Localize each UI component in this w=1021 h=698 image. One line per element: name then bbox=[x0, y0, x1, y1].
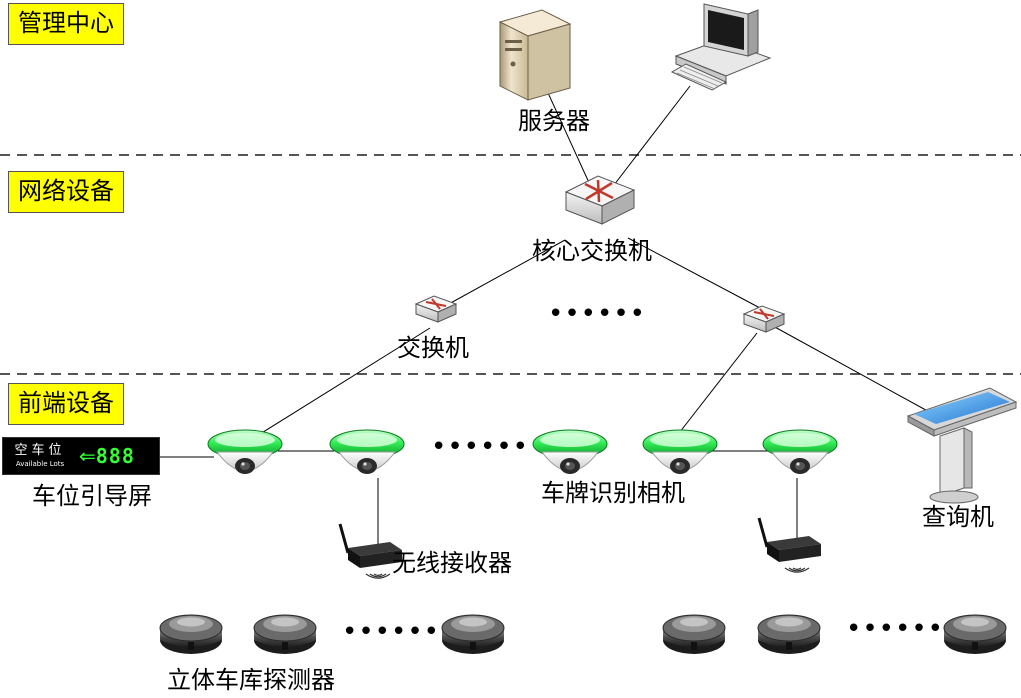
arrow-left-icon: ⇐ bbox=[79, 444, 96, 468]
garage-detectors bbox=[159, 614, 1007, 654]
camera-icon bbox=[207, 429, 283, 474]
wireless-receiver-label: 无线接收器 bbox=[392, 549, 512, 577]
ellipsis: •••••• bbox=[846, 614, 945, 644]
camera-icon bbox=[532, 429, 608, 474]
camera-icon bbox=[642, 429, 718, 474]
switch-icon bbox=[414, 295, 458, 323]
detector-icon bbox=[253, 614, 317, 654]
computer-icon bbox=[670, 3, 772, 91]
server-label: 服务器 bbox=[518, 107, 590, 135]
sign-count: 888 bbox=[95, 444, 135, 468]
ellipsis: •••••• bbox=[431, 432, 530, 462]
ellipsis: •••••• bbox=[342, 617, 441, 647]
detector-icon bbox=[662, 614, 726, 654]
detector-icon bbox=[159, 614, 223, 654]
camera-icon bbox=[329, 429, 405, 474]
tier-label-management: 管理中心 bbox=[8, 3, 124, 45]
tier-label-network: 网络设备 bbox=[8, 171, 124, 213]
ellipsis: •••••• bbox=[548, 299, 647, 329]
switch-icon bbox=[742, 305, 786, 333]
core-switch-label: 核心交换机 bbox=[532, 237, 652, 265]
kiosk-label: 查询机 bbox=[922, 503, 994, 531]
plate-cameras bbox=[207, 429, 838, 474]
wireless-receivers bbox=[338, 517, 821, 579]
camera-icon bbox=[762, 429, 838, 474]
sign-bottom-text: Available Lots bbox=[15, 460, 65, 468]
plate-camera-label: 车牌识别相机 bbox=[541, 479, 685, 507]
guidance-screen-label: 车位引导屏 bbox=[32, 482, 152, 510]
wireless-receiver-icon bbox=[757, 517, 821, 573]
connection-lines bbox=[158, 59, 945, 548]
detector-icon bbox=[757, 614, 821, 654]
guidance-screen-icon: 空车位 Available Lots ⇐ 888 bbox=[2, 437, 160, 475]
switch-label: 交换机 bbox=[397, 334, 469, 362]
server-icon bbox=[498, 9, 572, 101]
wireless-receiver-icon bbox=[338, 523, 402, 579]
detector-icon bbox=[943, 614, 1007, 654]
sign-top-text: 空车位 bbox=[14, 443, 66, 458]
kiosk-icon bbox=[906, 387, 1018, 504]
detector-icon bbox=[441, 614, 505, 654]
core-switch-icon bbox=[564, 175, 636, 225]
detector-label: 立体车库探测器 bbox=[167, 666, 335, 694]
tier-label-frontend: 前端设备 bbox=[8, 383, 124, 425]
